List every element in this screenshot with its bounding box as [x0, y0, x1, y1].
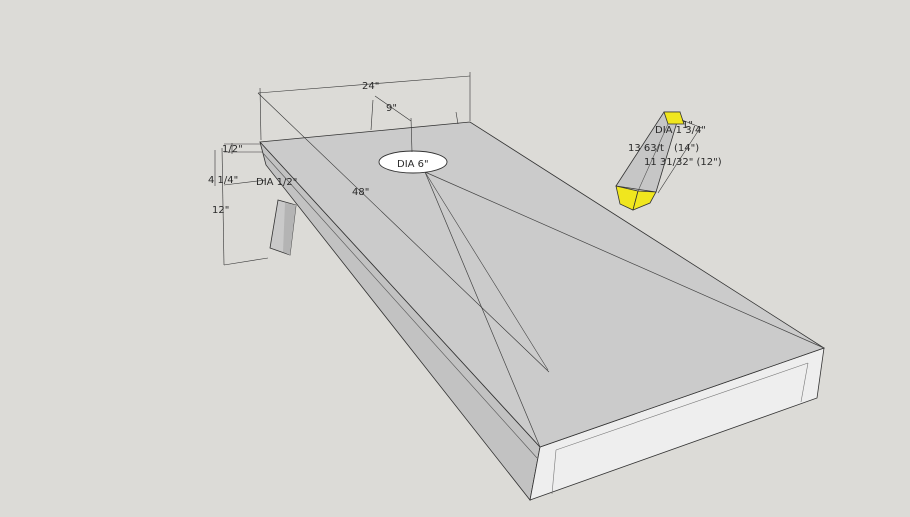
offset-ext-back — [455, 111, 459, 125]
leg-part-top-label: 1" — [682, 120, 693, 131]
leg-part-dim-line — [657, 127, 701, 194]
leg-part-end-face — [632, 190, 657, 211]
bolt-dia-label: DIA 1/2" — [256, 177, 297, 188]
leg-part-length-1-paren-label: (14") — [674, 143, 699, 154]
leg-part-top-dim — [681, 119, 703, 129]
offset-dim-label: 9" — [386, 103, 397, 114]
board-hole[interactable] — [378, 150, 448, 174]
offset-ext-left — [370, 99, 374, 131]
offset-dim-line — [374, 95, 412, 122]
width-dim-label: 24" — [362, 81, 379, 92]
length-dim-line — [257, 92, 550, 373]
leg-part-length-2-label: 11 31/32" (12") — [644, 157, 722, 168]
back-leg-shadow — [283, 203, 296, 255]
width-dim-line — [257, 75, 471, 94]
guide-line-3 — [424, 171, 549, 371]
board-side-edge — [261, 151, 538, 459]
offset-ext-right — [410, 117, 413, 153]
leg-ext-bottom — [223, 257, 269, 266]
board-end-right-post — [800, 362, 809, 403]
leg-part-dia-label: DIA 1 3/4" — [655, 125, 706, 136]
frame-ext-bottom — [223, 179, 267, 186]
length-dim-label: 48" — [352, 187, 369, 198]
guide-line-2 — [424, 171, 825, 349]
leg-dim-label: 12" — [212, 205, 229, 216]
hole-dia-label: DIA 6" — [397, 159, 429, 170]
leg-part-length-1-label: 13 63/t — [628, 143, 664, 154]
leg-part-top-face — [663, 111, 685, 125]
board-end-inner-line — [555, 362, 809, 451]
thickness-dim-label: 1/2" — [222, 144, 243, 155]
width-ext-left — [259, 87, 262, 141]
leg-part-edge — [637, 123, 669, 192]
frame-dim-label: 4 1/4" — [208, 175, 238, 186]
leg-dim-line — [221, 147, 225, 266]
guide-line-1 — [424, 171, 541, 448]
board-end-left-post — [551, 449, 557, 495]
